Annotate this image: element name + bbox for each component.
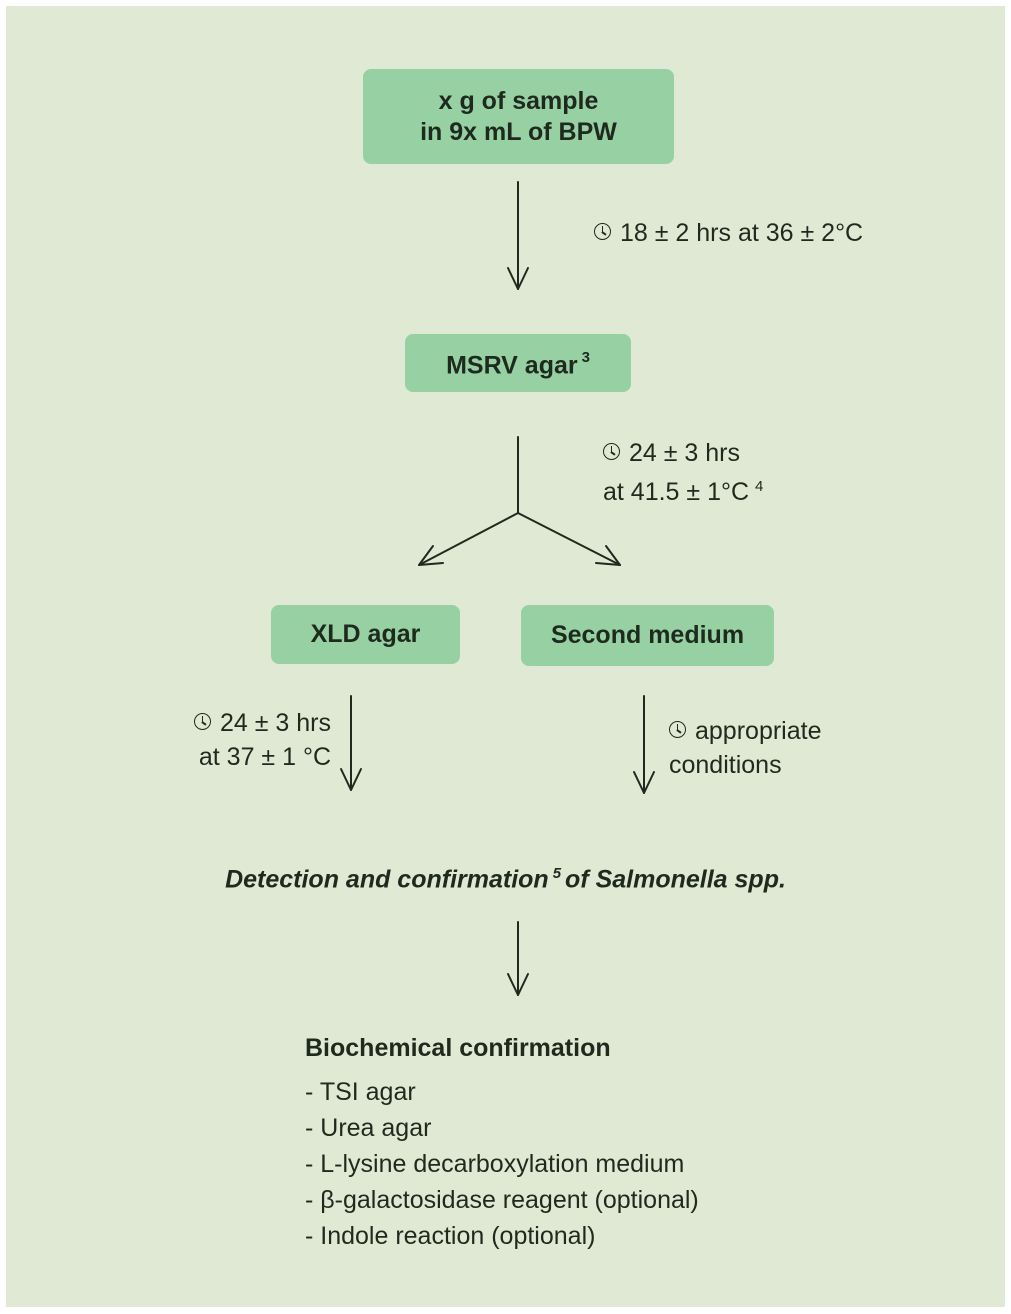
second-condition-line1: appropriate	[695, 717, 822, 745]
clock-icon	[603, 443, 620, 460]
second-condition-line2: conditions	[669, 751, 782, 779]
detection-text-after: of Salmonella spp.	[565, 865, 786, 894]
list-item: - TSI agar	[305, 1078, 416, 1106]
msrv-condition: 24 ± 3 hrs at 41.5 ± 1°C 4	[603, 436, 763, 509]
msrv-condition-footnote: 4	[755, 478, 764, 495]
second-medium-label: Second medium	[550, 621, 745, 649]
arrow-xld-down	[340, 695, 362, 791]
sample-line1: x g of sample	[438, 86, 599, 115]
xld-condition-line2: at 37 ± 1 °C	[198, 743, 331, 771]
diagram-panel	[6, 6, 1005, 1307]
list-item: - Urea agar	[305, 1114, 432, 1142]
msrv-label: MSRV agar	[446, 351, 578, 380]
clock-icon	[194, 713, 211, 730]
list-item: - Indole reaction (optional)	[305, 1222, 596, 1250]
pre-enrichment-text: 18 ± 2 hrs at 36 ± 2°C	[620, 219, 864, 247]
xld-label: XLD agar	[310, 620, 421, 648]
list-item: - L-lysine decarboxylation medium	[305, 1150, 685, 1178]
arrow-detection-down	[507, 921, 529, 996]
xld-box: XLD agar	[271, 605, 460, 664]
sample-line2: in 9x mL of BPW	[420, 117, 617, 146]
xld-condition-line1: 24 ± 3 hrs	[220, 709, 331, 737]
sample-box: x g of sample in 9x mL of BPW	[363, 69, 674, 164]
detection-text-before: Detection and confirmation	[225, 865, 549, 894]
second-medium-condition: appropriate conditions	[669, 714, 821, 782]
clock-icon	[594, 223, 611, 240]
pre-enrichment-condition: 18 ± 2 hrs at 36 ± 2°C	[594, 216, 863, 250]
second-medium-box: Second medium	[521, 605, 774, 666]
msrv-condition-line2: at 41.5 ± 1°C	[603, 478, 750, 506]
biochemical-title: Biochemical confirmation	[305, 1034, 611, 1062]
msrv-condition-line1: 24 ± 3 hrs	[629, 439, 740, 467]
xld-condition: 24 ± 3 hrs at 37 ± 1 °C	[194, 706, 331, 774]
arrow-sample-to-msrv	[507, 181, 529, 290]
arrow-second-down	[633, 695, 655, 794]
clock-icon	[669, 721, 686, 738]
biochemical-list: - TSI agar - Urea agar - L-lysine decarb…	[305, 1074, 699, 1254]
arrow-msrv-split	[418, 436, 621, 566]
msrv-footnote: 3	[581, 349, 590, 367]
list-item: - β-galactosidase reagent (optional)	[305, 1186, 699, 1214]
detection-footnote: 5	[552, 865, 562, 882]
